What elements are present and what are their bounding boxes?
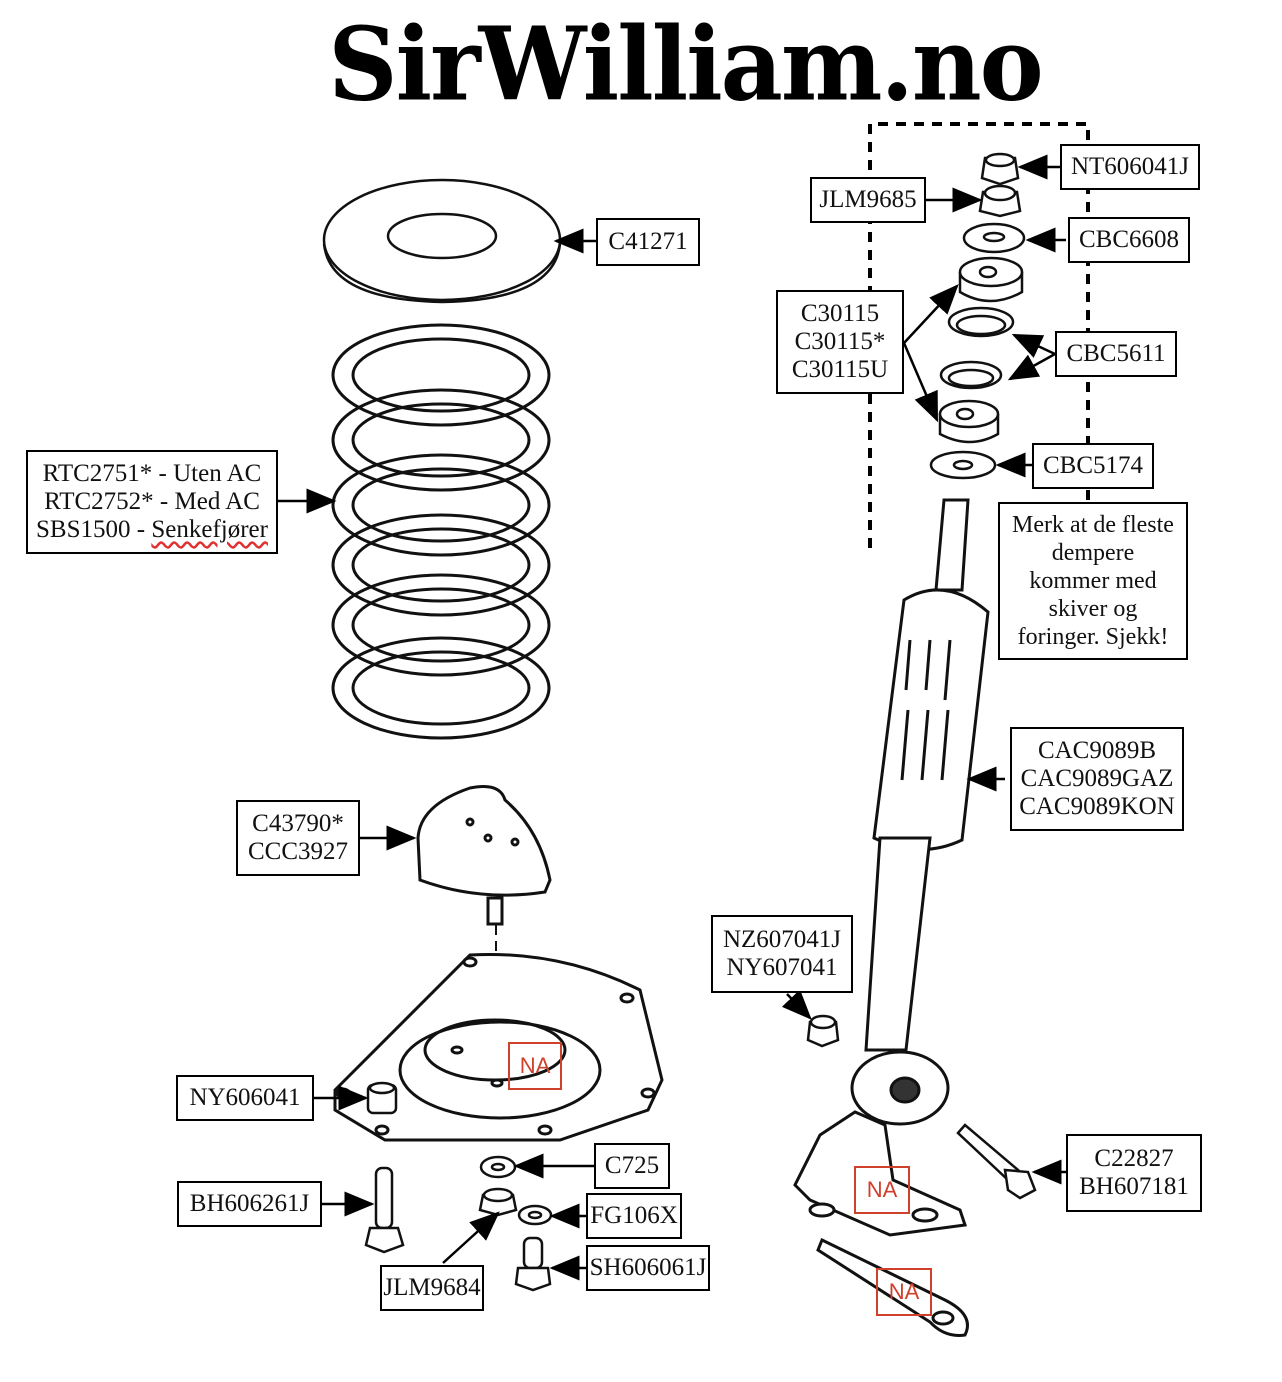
label-jlm9685: JLM9685 [810,177,926,223]
leader-lines [278,154,1066,1281]
label-fg106x: FG106X [586,1193,682,1239]
na-marker-bracket: NA [854,1166,910,1214]
label-sh606061j: SH606061J [586,1245,710,1291]
part-number: NT606041J [1070,153,1190,180]
part-number: BH607181 [1079,1173,1189,1200]
na-marker-turret: NA [508,1042,562,1090]
label-cbc5611: CBC5611 [1055,331,1177,377]
part-number: BH606261J [189,1190,310,1217]
part-number: C30115* [794,328,886,355]
part-number: CAC9089KON [1019,793,1175,820]
label-cac9089: CAC9089B CAC9089GAZ CAC9089KON [1010,727,1184,831]
part-number: CBC5174 [1042,452,1144,479]
label-c43790: C43790* CCC3927 [236,800,360,876]
label-cbc5174: CBC5174 [1032,443,1154,489]
part-number: CBC5611 [1066,340,1166,367]
bolt-bh606261j-drawing [364,1166,405,1254]
note-line: Merk at de fleste [1012,512,1174,538]
part-number: JLM9685 [819,186,917,213]
part-number: SH606061J [589,1254,707,1281]
spellcheck-word: Senkefjører [151,516,268,543]
part-number: NZ607041J [722,926,842,953]
bump-stop-drawing [416,785,552,926]
label-ny606041: NY606041 [176,1075,314,1121]
part-number: RTC2752* - Med AC [44,488,260,515]
label-jlm9684: JLM9684 [380,1265,484,1311]
part-number: JLM9684 [383,1274,481,1301]
label-spring: RTC2751* - Uten AC RTC2752* - Med AC SBS… [26,450,278,554]
spring-pad-drawing [322,178,562,304]
part-number-prefix: SBS1500 - [36,516,152,543]
part-number: NY607041 [726,954,838,981]
nut-ny606041-drawing [366,1081,398,1115]
part-number: CBC6608 [1078,226,1180,253]
part-number: SBS1500 - Senkefjører [36,516,268,544]
shock-absorber-drawing [850,498,990,1126]
note-line: foringer. Sjekk! [1017,624,1169,650]
part-number: CCC3927 [247,838,349,865]
top-mount-parts-drawing [929,152,1026,480]
note-box: Merk at de fleste dempere kommer med ski… [998,502,1188,660]
lower-bracket-drawing [793,1110,969,1337]
label-nt606041j: NT606041J [1060,144,1200,190]
part-number: C43790* [252,810,344,837]
label-nz607041j: NZ607041J NY607041 [711,915,853,993]
turret-plate-drawing [333,952,664,1142]
note-line: kommer med [1029,568,1157,594]
bolt-c22827-drawing [956,1123,1037,1200]
part-number: CAC9089B [1037,737,1157,764]
coil-spring-drawing [331,323,551,740]
label-c30115: C30115 C30115* C30115U [776,290,904,394]
part-number: FG106X [590,1202,678,1229]
label-c725: C725 [594,1143,670,1189]
part-number: NY606041 [189,1084,301,1111]
note-line: dempere [1051,540,1135,566]
part-number: C22827 [1094,1145,1174,1172]
site-title: SirWilliam.no [328,5,1043,124]
part-number: C41271 [608,228,688,255]
part-number: C30115 [800,300,880,327]
part-number: CAC9089GAZ [1020,765,1174,792]
label-bh606261j: BH606261J [177,1181,322,1227]
nut-nz607041j-drawing [806,1014,840,1048]
label-c22827: C22827 BH607181 [1066,1134,1202,1212]
note-line: skiver og [1048,596,1138,622]
small-fasteners-drawing [478,1155,553,1292]
label-c41271: C41271 [596,218,700,266]
part-number: C725 [604,1152,660,1179]
na-marker-link: NA [876,1268,932,1316]
part-number: C30115U [791,356,889,383]
label-cbc6608: CBC6608 [1068,217,1190,263]
part-number: RTC2751* - Uten AC [42,460,262,487]
